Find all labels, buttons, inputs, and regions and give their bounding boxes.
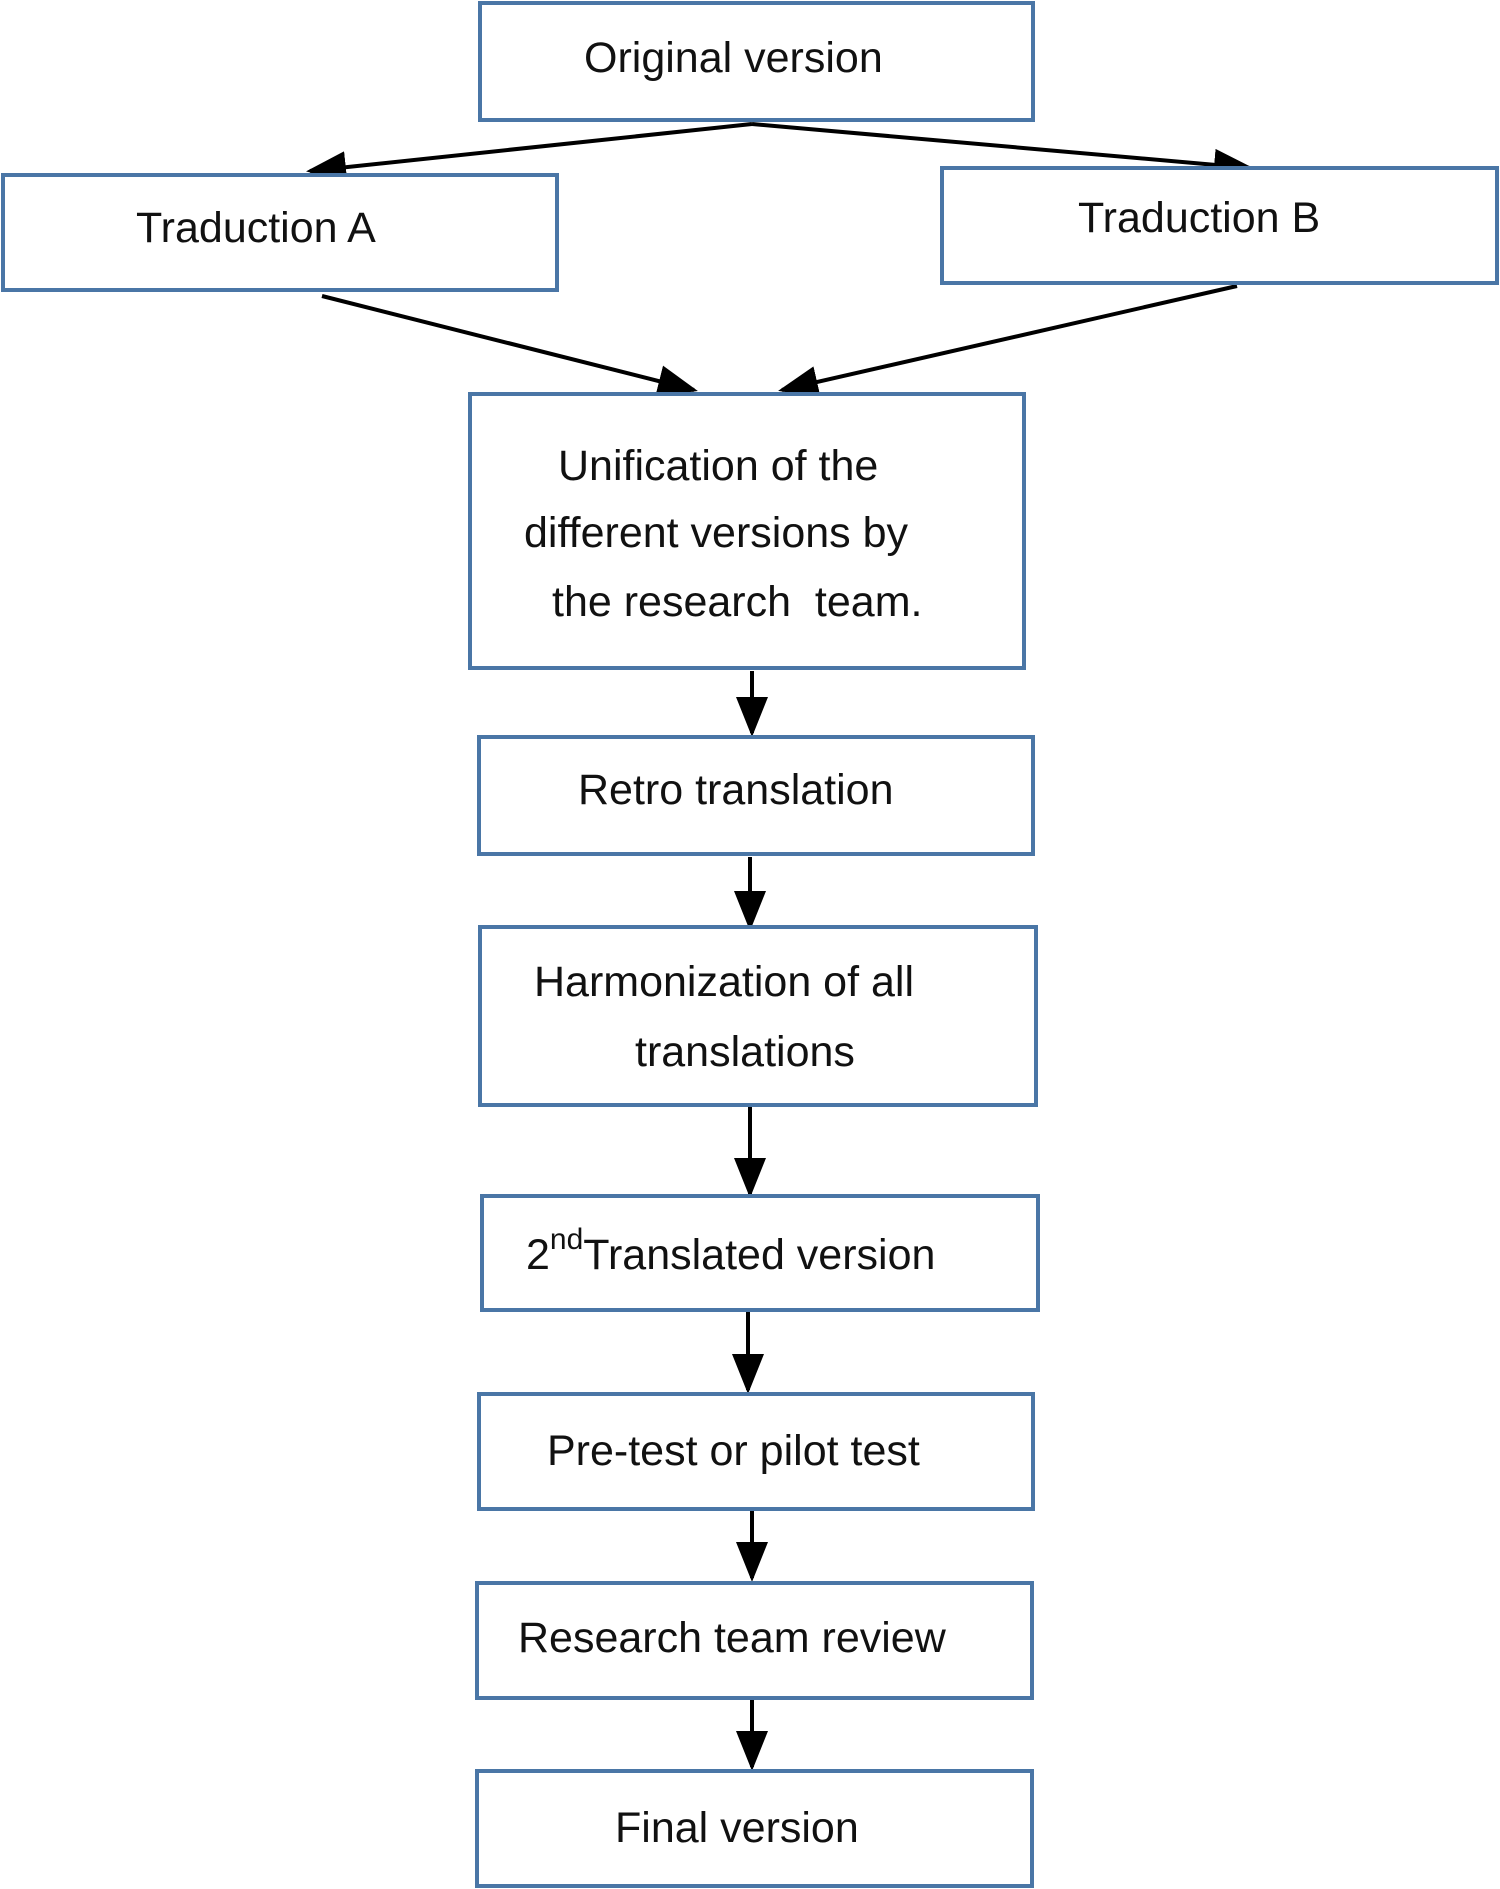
node-traduction-b: Traduction B — [940, 166, 1499, 285]
node-label-line-1: Harmonization of all — [534, 958, 915, 1006]
node-label: Traduction B — [1078, 194, 1321, 242]
ordinal-number: 2 — [526, 1231, 550, 1279]
node-harmonization: Harmonization of all translations — [478, 925, 1038, 1107]
node-label-line-2: translations — [635, 1028, 855, 1076]
node-label: Final version — [615, 1804, 859, 1852]
node-label: Retro translation — [578, 766, 894, 814]
node-label-line-2: different versions by — [524, 509, 909, 557]
node-second-translated-version: 2ndTranslated version — [480, 1194, 1040, 1312]
node-label-line-3: the research team. — [552, 578, 923, 626]
node-original-version: Original version — [478, 1, 1035, 122]
node-traduction-a: Traduction A — [1, 173, 559, 292]
arrow-traduction-a-to-unification — [321, 294, 698, 397]
node-unification: Unification of the different versions by… — [468, 392, 1026, 670]
ordinal-suffix: nd — [549, 1223, 584, 1256]
node-pretest: Pre-test or pilot test — [477, 1392, 1035, 1511]
node-final-version: Final version — [475, 1769, 1034, 1888]
node-label: Pre-test or pilot test — [547, 1427, 920, 1475]
node-retro-translation: Retro translation — [477, 735, 1035, 856]
node-label: Research team review — [518, 1614, 946, 1662]
arrow-original-to-traduction-b — [751, 122, 1254, 181]
node-label: Traduction A — [136, 204, 376, 252]
node-label: 2ndTranslated version — [526, 1225, 936, 1282]
node-research-team-review: Research team review — [475, 1581, 1034, 1700]
node-label-line-1: Unification of the — [558, 442, 879, 490]
arrow-original-to-traduction-a — [306, 122, 753, 184]
node-label: Original version — [584, 34, 883, 82]
arrow-traduction-b-to-unification — [778, 284, 1238, 398]
node-label-text: Translated version — [583, 1231, 936, 1279]
